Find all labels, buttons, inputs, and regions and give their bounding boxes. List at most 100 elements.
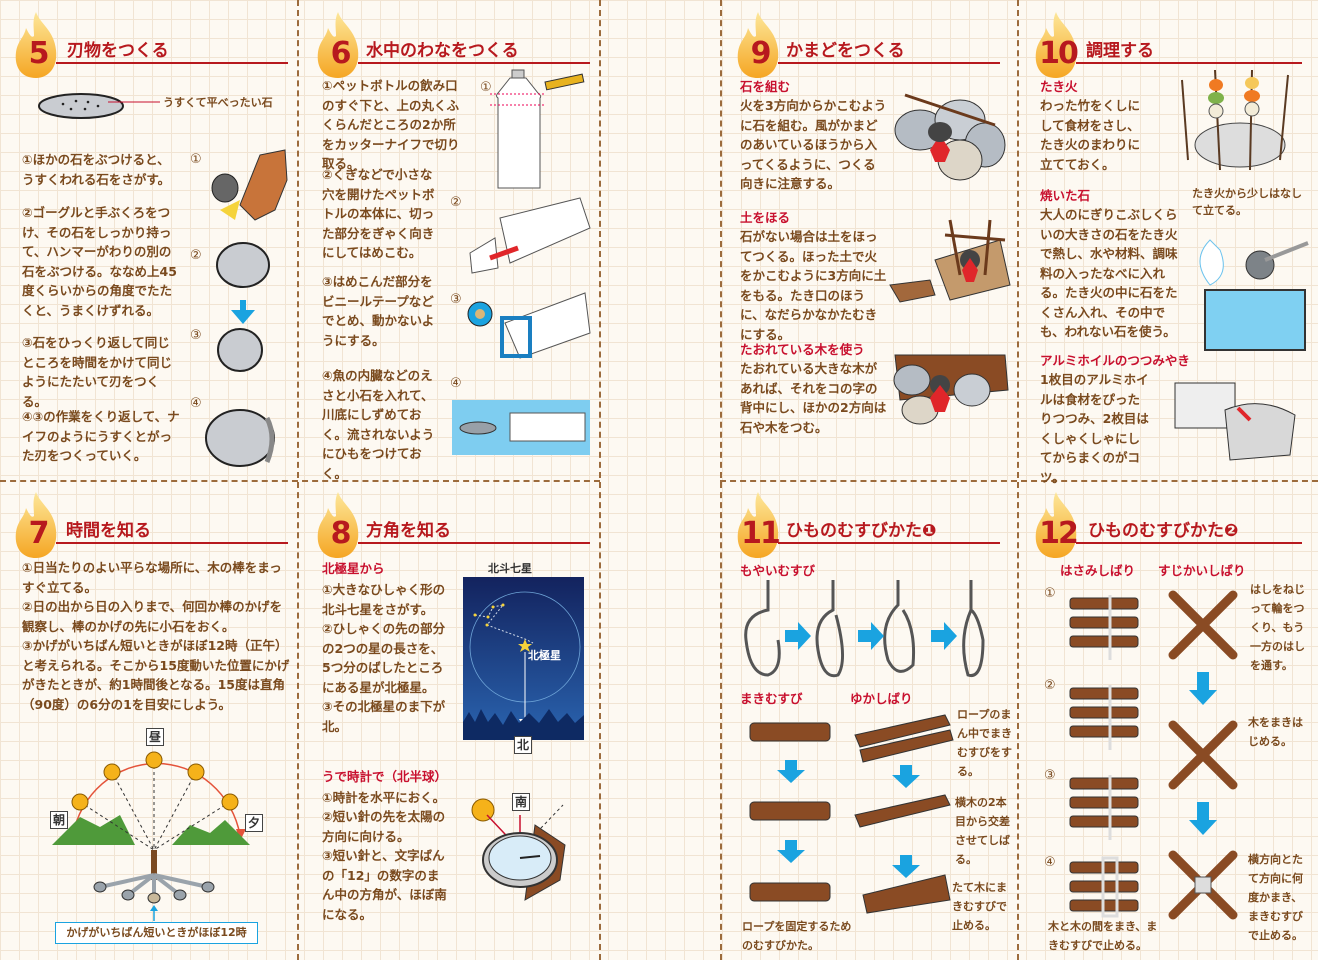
paragraph: たおれている大きな木があれば、それをコの字の背中にし、ほかの2方向は石や木をつむ…: [740, 361, 887, 435]
title-underline: [56, 542, 288, 544]
title-underline: [358, 542, 590, 544]
marker: ④: [450, 376, 462, 391]
section-6-header: 6 水中のわなをつくる: [312, 10, 592, 80]
diagonal-lashing-step-3: 横方向とたて方向に何度かまき、まきむすびで止める。: [1248, 853, 1303, 942]
paragraph: 1枚目のアルミホイルは食材をぴったりつつみ、2枚目はくしゃくしゃにしてからまくの…: [1040, 372, 1149, 485]
marker: ③: [450, 292, 462, 307]
step-3: ③はめこんだ部分をビニールテープなどでとめ、動かないようにする。: [322, 274, 435, 348]
section-10-header: 10 調理する: [1030, 10, 1310, 80]
section-number: 7: [28, 516, 50, 551]
floor-lashing-step-2: 横木の2本目から交差させてしばる。: [955, 796, 1010, 866]
big-dipper-label: 北斗七星: [488, 562, 532, 575]
title-underline: [56, 62, 288, 64]
title-underline: [778, 542, 1000, 544]
paragraph: ②日の出から日の入りまで、何回か棒のかげを観察し、棒のかげの先に小石をおく。: [22, 599, 283, 634]
title-underline: [778, 62, 1000, 64]
marker: ②: [1044, 678, 1056, 693]
subheading: 焼いた石: [1040, 188, 1091, 203]
section-8-header: 8 方角を知る: [312, 490, 592, 560]
section-number: 9: [750, 36, 772, 71]
step-2: ②ゴーグルと手ぶくろをつけ、その石をしっかり持って、ハンマーがわりの別の石をぶつ…: [22, 205, 177, 318]
section-number: 8: [330, 516, 352, 551]
marker: ①: [190, 152, 202, 167]
section-title: 時間を知る: [66, 521, 151, 541]
row-divider: [720, 480, 1318, 482]
marker: ①: [1044, 586, 1056, 601]
subheading: まきむすび: [740, 691, 803, 706]
section-number: 10: [1039, 36, 1079, 71]
morning-label: 朝: [50, 811, 69, 829]
paragraph: わった竹をくしにして食材をさし、たき火のまわりに立てておく。: [1040, 98, 1141, 172]
title-underline: [1076, 62, 1302, 64]
section-number: 11: [741, 516, 781, 551]
paragraph: ①日当たりのよい平らな場所に、木の棒をまっすぐ立てる。: [22, 560, 282, 595]
north-label: 北: [514, 736, 533, 754]
paragraph: 石がない場合は土をほってつくる。ほった土で火をかこむように3方向に土をもる。たき…: [740, 229, 887, 342]
cooking-illustrations: [1174, 69, 1309, 461]
column-divider: [599, 0, 601, 960]
square-lashing-caption: 木と木の間をまき、まきむすびで止める。: [1048, 920, 1158, 952]
subheading: たおれている木を使う: [740, 342, 865, 357]
watch-compass-illustration: [471, 798, 566, 901]
paragraph: ③その北極星のま下が北。: [322, 699, 446, 734]
section-title: ひものむすびかた❷: [1088, 521, 1239, 541]
marker: ①: [480, 80, 492, 95]
paragraph: 大人のにぎりこぶしくらいの大きさの石をたき火で熱し、水や材料、調味料の入ったなべ…: [1040, 207, 1178, 339]
paragraph: ③短い針と、文字ばんの「12」の数字のまん中の方角が、ほぼ南になる。: [322, 848, 447, 922]
section-title: 水中のわなをつくる: [366, 41, 519, 61]
square-and-diagonal-lashing-illustration: [1069, 590, 1238, 920]
subheading: すじかいしばり: [1158, 563, 1246, 578]
section-number: 5: [28, 36, 50, 71]
clove-hitch-and-floor-lashing-illustration: [749, 714, 954, 914]
skewer-caption: たき火から少しはなして立てる。: [1192, 187, 1302, 217]
subheading: はさみしばり: [1060, 563, 1136, 578]
night-sky-illustration: [463, 577, 584, 740]
bowline-knot-illustration: [744, 580, 985, 678]
step-1: ①ほかの石をぶつけると、うすくわれる石をさがす。: [22, 152, 171, 187]
south-label: 南: [512, 793, 531, 811]
marker: ②: [190, 248, 202, 263]
floor-lashing-step-1: ロープのまん中でまきむすびをする。: [957, 708, 1012, 778]
marker: ②: [450, 195, 462, 210]
section-title: 刃物をつくる: [67, 41, 169, 61]
section-title: 方角を知る: [366, 521, 451, 541]
evening-label: 夕: [245, 814, 264, 832]
shortest-shadow-caption: かげがいちばん短いときがほぼ12時: [55, 922, 258, 944]
subheading: もやいむすび: [740, 563, 816, 578]
subheading: うで時計で（北半球）: [322, 769, 448, 784]
paragraph: ③かげがいちばん短いときがほぼ12時（正午）と考えられる。そこから15度動いた位…: [22, 638, 290, 712]
stone-knapping-illustration: [205, 149, 288, 467]
paragraph: ①時計を水平におく。: [322, 790, 446, 805]
section-title: かまどをつくる: [786, 41, 905, 61]
section-title: ひものむすびかた❶: [786, 521, 937, 541]
stove-illustrations: [889, 93, 1011, 425]
subheading: 土をほる: [740, 210, 791, 225]
paragraph: ①大きなひしゃく形の北斗七星をさがす。: [322, 582, 446, 617]
paragraph: ②短い針の先を太陽の方向に向ける。: [322, 809, 446, 844]
stone-label: うすくて平べったい石: [163, 96, 273, 109]
flat-stone-illustration: [38, 93, 160, 119]
paragraph: 火を3方向からかこむように石を組む。風がかまどのあいているほうから入ってくるよう…: [740, 98, 887, 191]
section-number: 12: [1039, 516, 1079, 551]
subheading: アルミホイルのつつみやき: [1040, 353, 1190, 368]
marker: ④: [1044, 855, 1056, 870]
section-11-header: 11 ひものむすびかた❶: [732, 490, 1012, 560]
section-title: 調理する: [1086, 41, 1154, 61]
marker: ③: [190, 328, 202, 343]
marker: ③: [1044, 768, 1056, 783]
step-3: ③石をひっくり返して同じところを時間をかけて同じようにたたいて刃をつくる。: [22, 335, 173, 409]
bottle-trap-illustration: [452, 69, 591, 455]
subheading: ゆかしばり: [850, 691, 913, 706]
section-12-header: 12 ひものむすびかた❷: [1030, 490, 1310, 560]
sun-shadow-diagram: [52, 751, 250, 921]
clove-hitch-caption: ロープを固定するためのむすびかた。: [742, 920, 852, 952]
diagonal-lashing-step-2: 木をまきはじめる。: [1248, 716, 1303, 748]
diagonal-lashing-step-1: はしをねじって輪をつくり、もう一方のはしを通す。: [1250, 583, 1305, 672]
title-underline: [358, 62, 590, 64]
marker: ④: [190, 396, 202, 411]
step-4: ④魚の内臓などのえさと小石を入れて、川底にしずめておく。流されないようにひもをつ…: [322, 368, 435, 481]
subheading: たき火: [1040, 79, 1078, 94]
polaris-label: 北極星: [528, 649, 561, 662]
subheading: 北極星から: [322, 561, 385, 576]
title-underline: [1076, 542, 1302, 544]
